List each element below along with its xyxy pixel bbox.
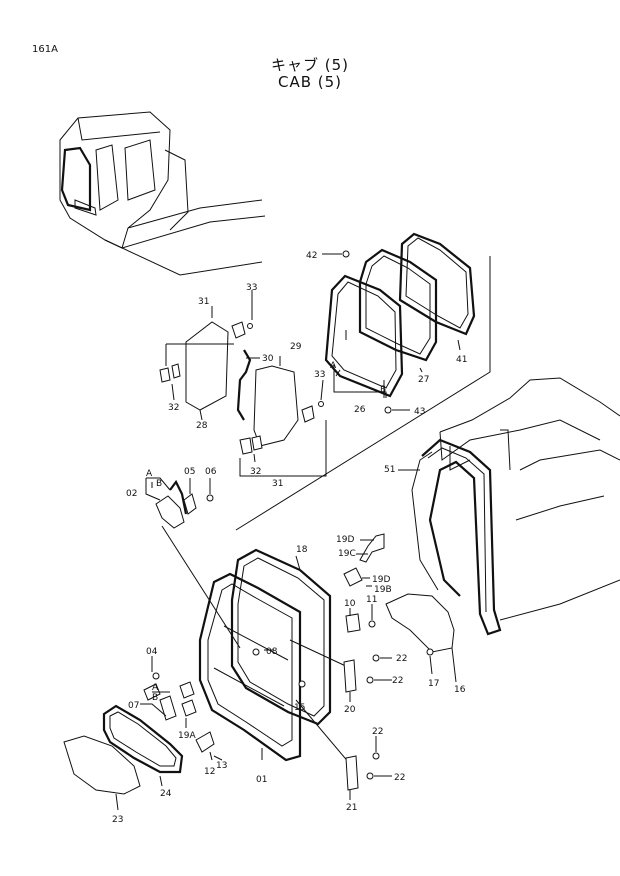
part-label: 02: [126, 489, 137, 499]
door-assembly: [195, 548, 351, 765]
ref-letter: B: [156, 479, 162, 489]
part-label: 51: [384, 465, 395, 475]
part-label: 17: [428, 679, 439, 689]
page-code: 161A: [32, 44, 58, 55]
part-label: 22: [372, 727, 383, 737]
part-label: 19D: [372, 575, 390, 585]
part-label: 16: [454, 685, 466, 695]
part-label: 22: [396, 654, 407, 664]
part-label: 32: [168, 403, 179, 413]
lower-glass-group: [63, 656, 223, 811]
part-label: 29: [290, 342, 302, 352]
part-label: 15: [294, 703, 305, 713]
ref-letter: B: [152, 693, 158, 703]
part-label: 31: [198, 297, 209, 307]
reference-letters: A B A B A B: [146, 361, 386, 703]
page-title-japanese: キャブ (5): [270, 56, 350, 74]
part-label: 21: [346, 803, 357, 813]
ref-letter: B: [380, 385, 386, 395]
part-label: 19B: [374, 585, 392, 595]
part-label: 19A: [178, 731, 196, 741]
part-label: 32: [250, 467, 261, 477]
page-title-english: CAB (5): [277, 73, 343, 91]
part-label: 19C: [338, 549, 356, 559]
part-label: 31: [272, 479, 283, 489]
cab-thumbnail: [59, 111, 266, 276]
ref-letter: A: [146, 469, 153, 479]
part-label: 22: [394, 773, 405, 783]
part-number-labels: 42 33 31 30 29 33 32 28 32 31 41 27 26 4…: [112, 251, 467, 825]
part-label: 30: [262, 354, 274, 364]
part-label: 33: [314, 370, 325, 380]
part-label: 08: [266, 647, 278, 657]
part-label: 27: [418, 375, 429, 385]
window-glass-group: [159, 290, 327, 477]
part-label: 18: [296, 545, 308, 555]
door-handle-group: [145, 477, 241, 649]
part-label: 05: [184, 467, 195, 477]
part-label: 20: [344, 705, 356, 715]
part-label: 01: [256, 775, 267, 785]
part-label: 43: [414, 407, 425, 417]
part-label: 42: [306, 251, 317, 261]
part-label: 04: [146, 647, 158, 657]
part-label: 28: [196, 421, 208, 431]
cab-body-right: [398, 377, 620, 636]
part-label: 22: [392, 676, 403, 686]
ref-letter: A: [152, 683, 159, 693]
part-label: 41: [456, 355, 467, 365]
part-label: 19D: [336, 535, 354, 545]
part-label: 33: [246, 283, 257, 293]
part-label: 24: [160, 789, 172, 799]
part-label: 11: [366, 595, 377, 605]
upper-window-frames: [235, 232, 491, 531]
part-label: 13: [216, 761, 227, 771]
part-label: 06: [205, 467, 217, 477]
part-label: 12: [204, 767, 215, 777]
part-label: 23: [112, 815, 123, 825]
part-label: 26: [354, 405, 366, 415]
part-label: 07: [128, 701, 139, 711]
hinge-bracket-group: [343, 533, 457, 800]
part-label: 10: [344, 599, 356, 609]
ref-letter: A: [330, 361, 337, 371]
